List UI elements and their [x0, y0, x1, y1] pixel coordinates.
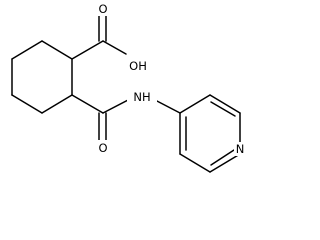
amide-group	[71, 94, 181, 141]
pyridine-n-label-bg	[234, 142, 247, 156]
bond-amide-to-nh	[102, 99, 129, 114]
bond-py-c3-c2	[209, 94, 241, 114]
bond-nh-to-pyridine	[154, 99, 181, 114]
amide-nh-label: NH	[133, 90, 150, 104]
pyridine-nitrogen-label: N	[236, 142, 245, 156]
amide-oxygen-label-bg	[96, 140, 110, 154]
carboxylic-acid-group	[71, 13, 127, 60]
bond-py-inner-n1-c6	[210, 149, 235, 166]
bond-ring-to-amide-carbon	[71, 94, 104, 114]
pyridine-ring	[179, 94, 241, 173]
bond-c5-c6	[41, 94, 73, 114]
acid-carbonyl-oxygen-label: O	[98, 2, 107, 16]
chemical-structure: O OH O NH N	[11, 2, 247, 173]
hydroxyl-label-bg	[125, 58, 153, 72]
bond-c1-c2	[41, 40, 73, 60]
bond-py-inner-c3-c2	[210, 101, 236, 117]
bond-c2-c3	[11, 40, 43, 60]
cyclohexane-ring	[11, 40, 73, 114]
bond-ring-to-acid-carbon	[71, 40, 104, 60]
bond-py-c4-c3	[179, 94, 211, 114]
atom-labels: O OH O NH N	[96, 2, 247, 156]
bond-py-n1-c6	[209, 153, 241, 173]
acid-oxygen-label-bg	[96, 2, 110, 16]
amide-carbonyl-oxygen-label: O	[98, 141, 107, 155]
amide-nh-label-bg	[127, 89, 157, 104]
bond-py-c6-c5	[179, 153, 211, 173]
hydroxyl-label: OH	[129, 59, 147, 73]
bond-c4-c5	[11, 94, 43, 114]
bond-acid-hydroxyl	[102, 40, 127, 55]
